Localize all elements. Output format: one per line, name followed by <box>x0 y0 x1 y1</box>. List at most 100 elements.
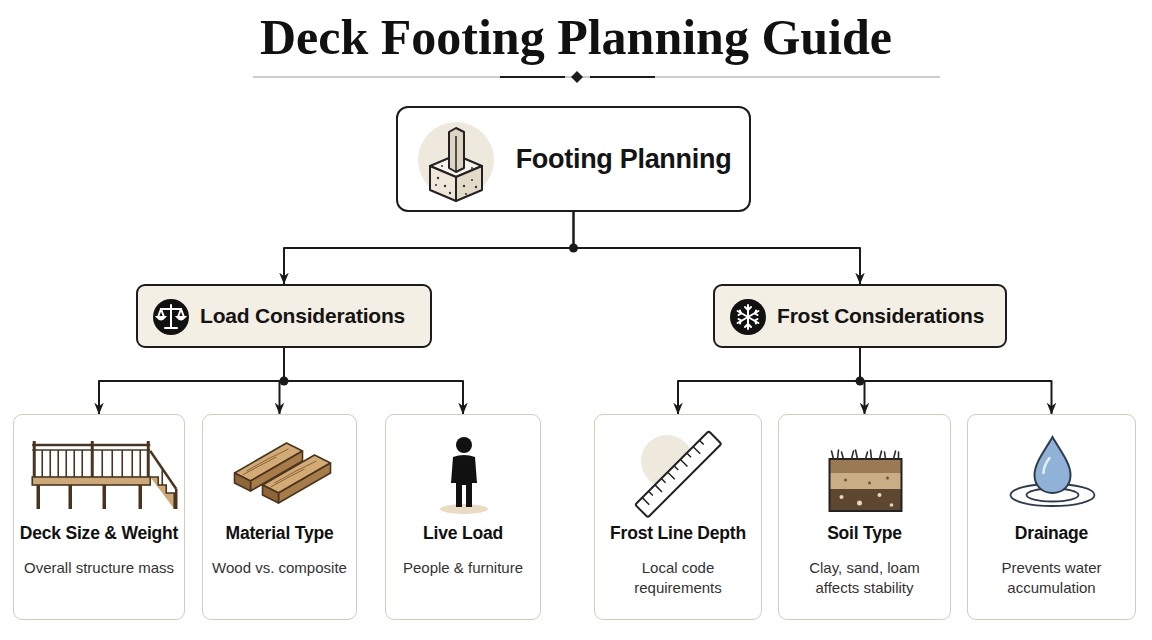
icon-part <box>32 441 35 477</box>
node-icon <box>203 415 358 621</box>
icon-part <box>868 482 871 485</box>
icon-part <box>36 485 40 509</box>
icon-part <box>111 450 113 477</box>
icon-part <box>440 437 488 514</box>
connector-arrow <box>678 348 860 414</box>
node-icon <box>14 415 186 621</box>
icon-part <box>890 503 894 507</box>
icon-part <box>635 431 721 517</box>
connector-arrow <box>284 348 463 414</box>
icon-part <box>1035 437 1071 493</box>
icon-part <box>139 450 141 477</box>
icon-part <box>138 485 142 509</box>
icon-part <box>649 491 653 495</box>
icon-part <box>456 437 472 453</box>
card-description: Prevents water accumulation <box>982 558 1121 598</box>
title-diamond <box>571 71 583 83</box>
icon-part <box>275 461 317 483</box>
icon-part <box>435 165 477 195</box>
icon-part <box>271 469 305 487</box>
icon-part <box>830 459 902 473</box>
icon-part <box>243 457 277 475</box>
connector-arrow <box>574 212 861 284</box>
icon-part <box>462 185 464 187</box>
text-holder: Deck Size & WeightOverall structure mass <box>14 523 184 578</box>
card-heading: Material Type <box>226 523 334 544</box>
node-icon <box>386 415 542 621</box>
text-holder: Footing Planning <box>516 144 732 175</box>
factor-card: Soil TypeClay, sand, loam affects stabil… <box>778 414 951 620</box>
text-holder: Live LoadPeople & furniture <box>386 523 540 578</box>
icon-part <box>745 307 751 310</box>
icon-part <box>830 473 902 489</box>
junction-dot <box>569 244 578 253</box>
icon-part <box>635 431 721 517</box>
icon-part <box>247 449 289 471</box>
icon-part <box>738 311 759 323</box>
icon-part <box>832 450 899 459</box>
icon-part <box>755 311 758 316</box>
icon-part <box>32 441 176 509</box>
icon-part <box>635 431 721 517</box>
icon-part <box>730 299 766 335</box>
icon-part <box>101 450 103 477</box>
root-box: Footing Planning <box>396 106 752 212</box>
icon-part <box>443 185 445 187</box>
icon-part <box>857 501 862 506</box>
factor-card: DrainagePrevents water accumulation <box>967 414 1136 620</box>
icon-part <box>81 450 83 477</box>
icon-part <box>441 165 443 167</box>
box-label: Frost Considerations <box>777 304 984 328</box>
icon-part <box>165 327 177 329</box>
icon-part <box>840 495 844 499</box>
box-label: Load Considerations <box>200 304 405 328</box>
icon-part <box>68 485 72 509</box>
icon-part <box>451 455 477 507</box>
icon-part <box>471 167 473 169</box>
icon-part <box>235 473 251 491</box>
icon-part <box>121 450 123 477</box>
icon-part <box>57 450 59 477</box>
icon-part <box>177 317 185 320</box>
text-holder: Frost Line DepthLocal code requirements <box>595 523 761 598</box>
icon-part <box>738 311 759 323</box>
icon-part <box>41 450 43 477</box>
factor-card: Live LoadPeople & furniture <box>385 414 541 620</box>
icon-part <box>449 128 464 172</box>
icon-part <box>430 166 456 201</box>
text-holder: Material TypeWood vs. composite <box>203 523 356 578</box>
icon-part <box>235 443 331 503</box>
card-description: Local code requirements <box>609 558 747 598</box>
icon-part <box>745 324 751 327</box>
icon-part <box>102 485 106 509</box>
text-holder: DrainagePrevents water accumulation <box>968 523 1135 598</box>
connector-arrow <box>99 348 284 414</box>
text-holder: Load Considerations <box>200 304 405 328</box>
icon-part <box>687 453 691 457</box>
icon-part <box>844 477 889 485</box>
junction-dot <box>280 377 289 386</box>
category-box: Load Considerations <box>136 284 432 348</box>
text-holder: Frost Considerations <box>777 304 984 328</box>
icon-part <box>161 308 181 310</box>
icon-part <box>700 440 704 444</box>
icon-part <box>840 493 894 507</box>
icon-part <box>157 305 185 328</box>
icon-part <box>730 299 766 335</box>
icon-part <box>1044 458 1050 473</box>
icon-part <box>830 459 902 511</box>
icon-part <box>161 309 164 317</box>
icon-part <box>878 493 882 497</box>
card-description: Overall structure mass <box>20 558 178 578</box>
icon-part <box>157 317 165 320</box>
icon-part <box>263 485 279 503</box>
icon-part <box>471 179 473 181</box>
icon-part <box>739 319 742 324</box>
page-title: Deck Footing Planning Guide <box>0 6 1152 68</box>
title-rule-accent <box>590 76 655 78</box>
icon-part <box>49 450 51 477</box>
card-heading: Drainage <box>1015 523 1088 544</box>
icon-part <box>661 479 665 483</box>
icon-part <box>181 309 184 317</box>
icon-part <box>65 450 67 477</box>
